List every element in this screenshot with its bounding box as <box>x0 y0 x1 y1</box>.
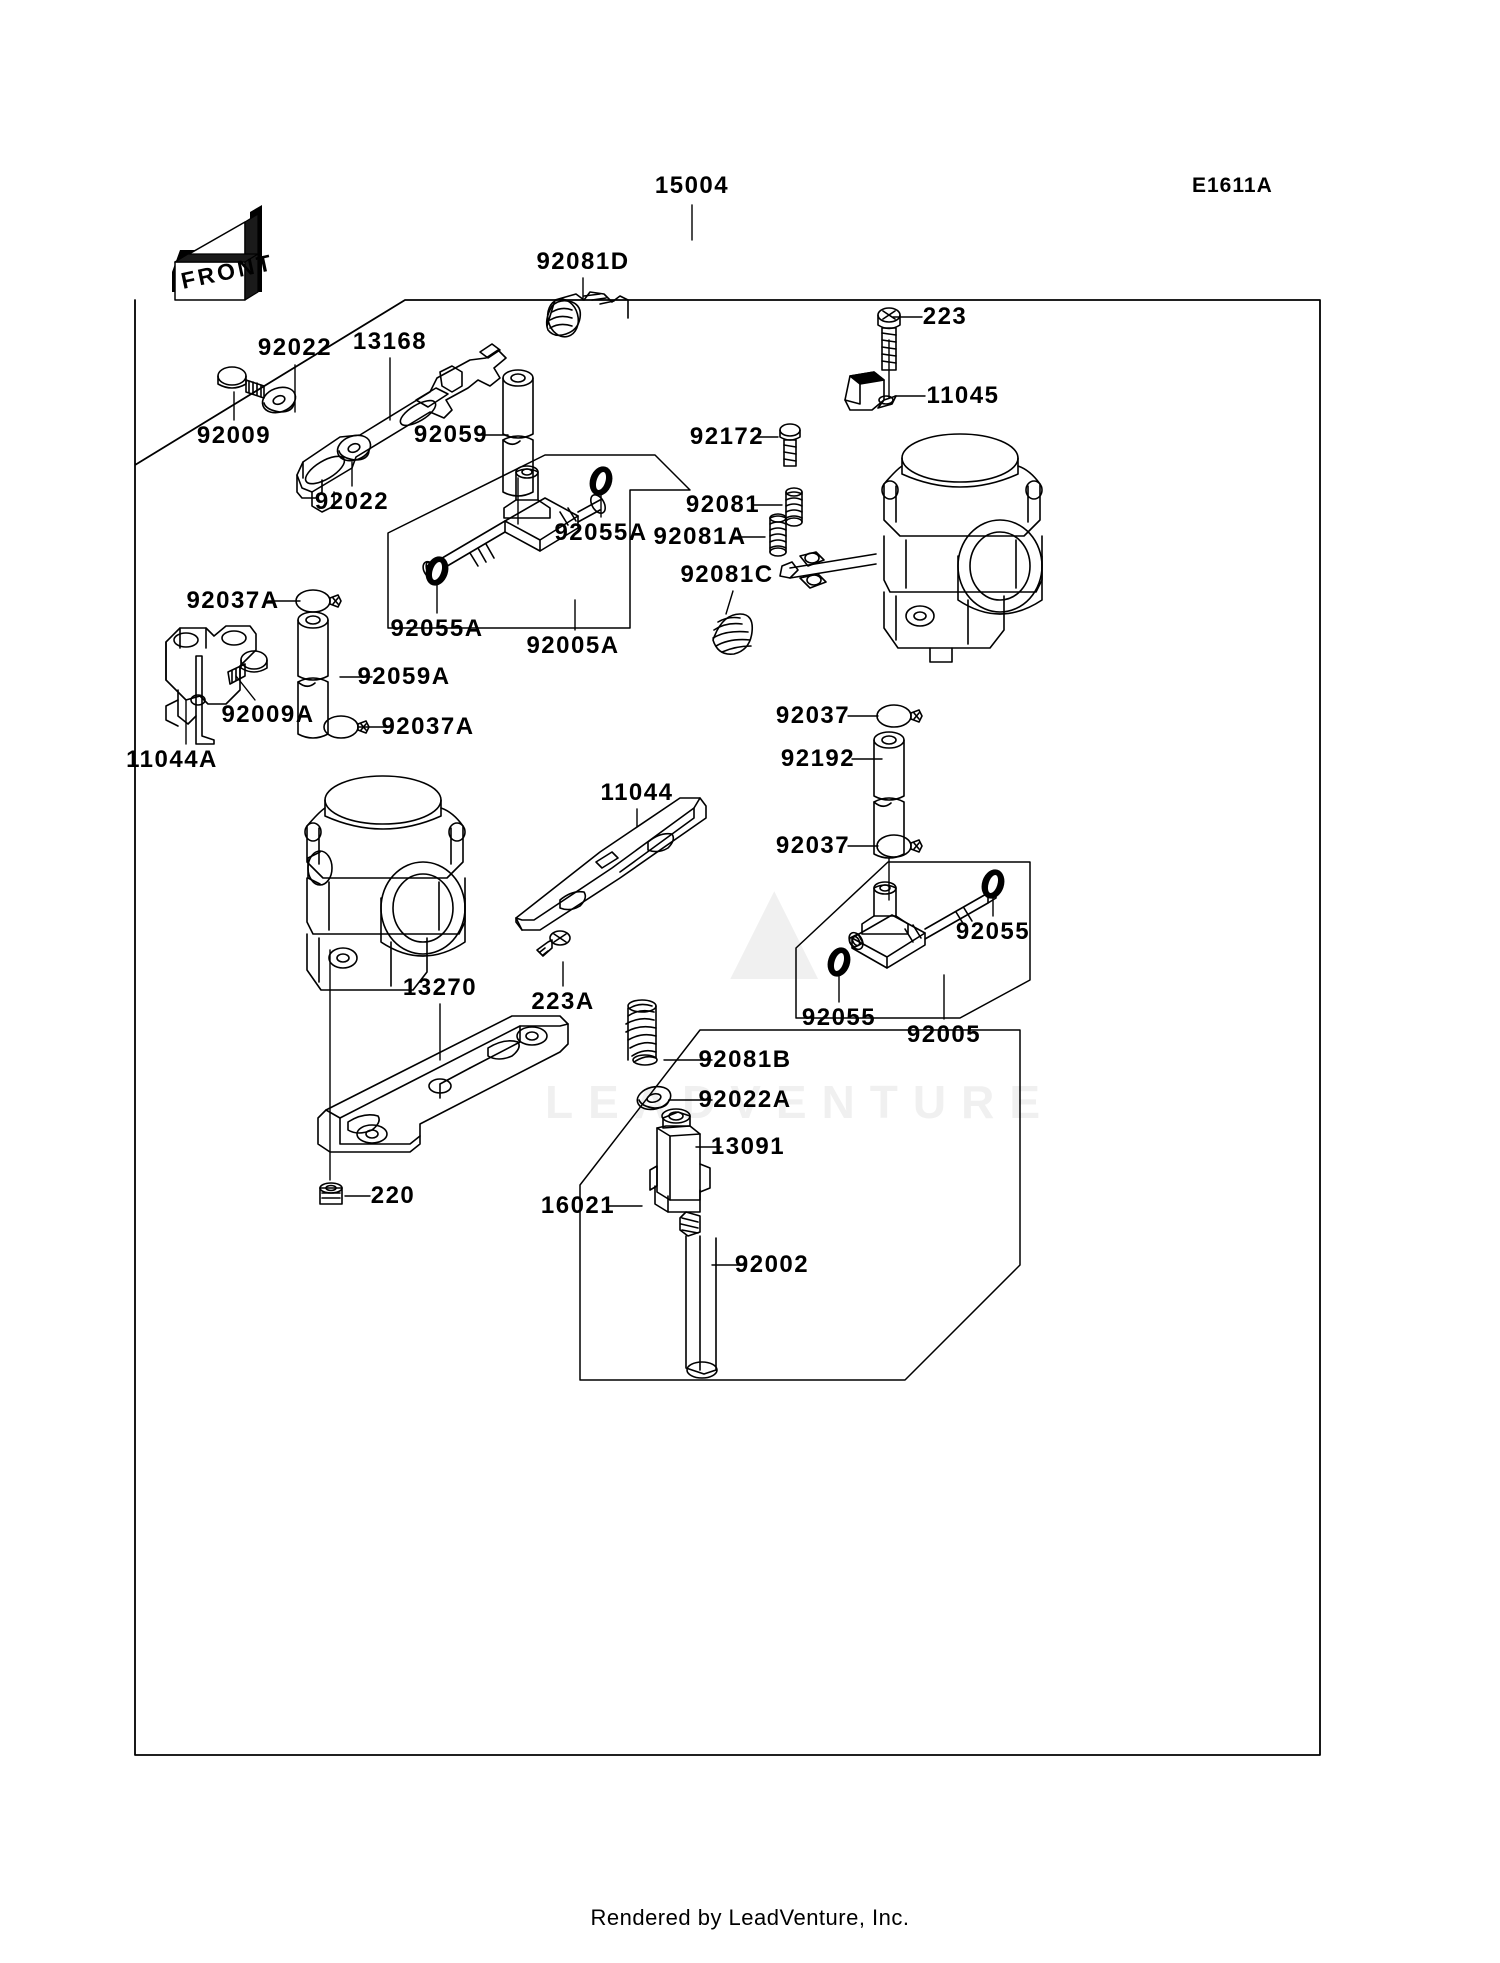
callout-11044A: 11044A <box>126 746 218 773</box>
group-92005-box <box>795 861 1031 1019</box>
callout-11044: 11044 <box>600 779 674 806</box>
diagram-code: E1611A <box>1192 174 1273 197</box>
part-92037-plug-lower <box>876 834 923 858</box>
callout-16021: 16021 <box>540 1192 616 1219</box>
callout-92002: 92002 <box>734 1251 810 1278</box>
part-92081C-spring <box>712 613 754 656</box>
part-92059-tube <box>502 369 534 497</box>
part-92192-tube <box>873 731 905 859</box>
callout-92081D: 92081D <box>536 248 630 275</box>
part-92172-screw <box>779 423 801 467</box>
part-92081-spring <box>785 487 803 527</box>
part-92037A-plug-upper <box>295 589 342 613</box>
callout-92172: 92172 <box>689 423 765 450</box>
callout-223: 223 <box>922 303 968 330</box>
part-92081A-spring <box>769 513 787 557</box>
part-92055-oring-right-hole <box>986 873 1000 895</box>
callout-223A: 223A <box>531 988 595 1015</box>
leader-lines <box>185 204 994 1266</box>
part-11045-bracket <box>844 371 897 411</box>
part-92055A-oring-upper-hole <box>594 470 608 492</box>
part-223-screw <box>877 307 901 371</box>
part-92009A-screw <box>227 650 268 685</box>
callout-92081C: 92081C <box>680 561 774 588</box>
part-13270-gasket <box>317 1015 569 1153</box>
callout-92037A-upper: 92037A <box>186 587 280 614</box>
callout-13168: 13168 <box>352 328 428 355</box>
part-92055A-oring-lower-hole <box>430 560 444 582</box>
part-92081B-spring <box>625 999 658 1066</box>
part-11044-rail <box>515 797 707 931</box>
part-92055-oring-left-hole <box>832 951 846 973</box>
callout-92005A: 92005A <box>526 632 620 659</box>
part-220-plug <box>319 1182 343 1205</box>
callout-92022-upper: 92022 <box>257 334 333 361</box>
part-92037-plug-upper <box>876 704 923 728</box>
part-92002-bolt <box>679 1211 718 1379</box>
callout-220: 220 <box>370 1182 416 1209</box>
callout-92037-lower: 92037 <box>775 832 851 859</box>
callout-92037A-lower: 92037A <box>381 713 475 740</box>
part-92022-washer-upper <box>261 386 297 414</box>
callout-92081: 92081 <box>685 491 761 518</box>
part-223A-screw <box>536 930 571 957</box>
callout-92081B: 92081B <box>698 1046 792 1073</box>
part-92037A-plug-lower <box>323 715 370 739</box>
footer-credit: Rendered by LeadVenture, Inc. <box>590 1905 910 1930</box>
callout-92022-lower: 92022 <box>314 488 390 515</box>
part-92005-pipe <box>848 881 997 969</box>
callout-92055-right: 92055 <box>955 918 1031 945</box>
front-arrow-icon: FRONT <box>172 205 276 301</box>
group-92005A-box <box>387 454 691 629</box>
callout-92192: 92192 <box>780 745 856 772</box>
callout-13091: 13091 <box>710 1133 786 1160</box>
diagram-frame <box>134 299 1321 1756</box>
part-92059A-tube <box>297 611 329 739</box>
callout-92059: 92059 <box>413 421 489 448</box>
callout-13270: 13270 <box>402 974 478 1001</box>
callout-92081A: 92081A <box>653 523 747 550</box>
part-92022A-washer <box>636 1085 672 1111</box>
callout-92009: 92009 <box>196 422 272 449</box>
callout-92055A-upper: 92055A <box>554 519 648 546</box>
callout-92009A: 92009A <box>221 701 315 728</box>
callout-15004: 15004 <box>654 172 730 199</box>
part-13091-holder <box>649 1108 711 1213</box>
callout-92055-left: 92055 <box>801 1004 877 1031</box>
part-92081D-spring <box>545 291 629 338</box>
part-left-carburetor <box>304 775 466 991</box>
part-right-carburetor <box>779 433 1043 663</box>
callout-92037-upper: 92037 <box>775 702 851 729</box>
callout-92005: 92005 <box>906 1021 982 1048</box>
callout-92022A: 92022A <box>698 1086 792 1113</box>
group-16021-box <box>579 1029 1021 1381</box>
callout-92055A-lower: 92055A <box>390 615 484 642</box>
callout-92059A: 92059A <box>357 663 451 690</box>
part-92009-screw <box>217 366 265 399</box>
callout-11045: 11045 <box>926 382 1000 409</box>
part-92022-washer-lower <box>336 434 372 462</box>
